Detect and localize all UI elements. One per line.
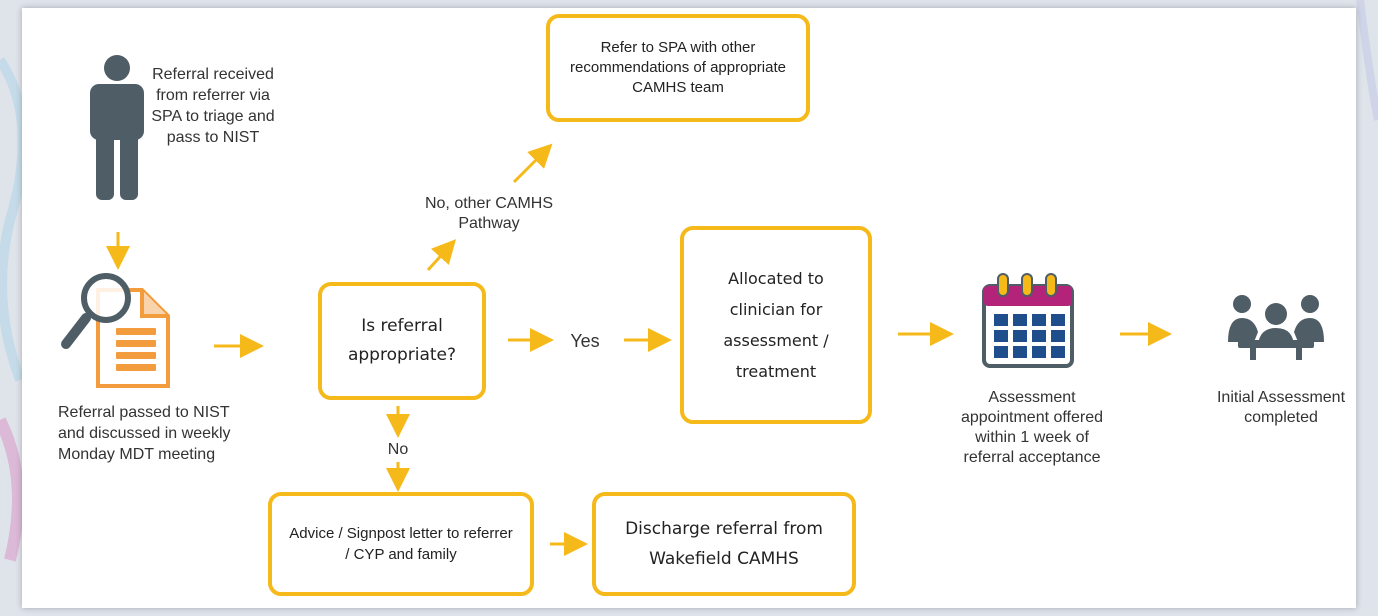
yes-label: Yes [570, 331, 600, 351]
advice-text: Advice / Signpost letter to referrer / C… [289, 525, 513, 563]
discharge-text: Discharge referral from Wakefield CAMHS [625, 519, 823, 569]
no-label: No [387, 441, 409, 458]
advice-box: Advice / Signpost letter to referrer / C… [268, 492, 534, 596]
assessment-offered-label: Assessment appointment offered within 1 … [960, 389, 1104, 466]
document-search-icon [61, 273, 170, 388]
meeting-group-icon [1228, 295, 1324, 360]
no-other-pathway-label: No, other CAMHS Pathway [424, 195, 554, 232]
allocated-box: Allocated to clinician for assessment / … [680, 226, 872, 424]
discharge-box: Discharge referral from Wakefield CAMHS [592, 492, 856, 596]
calendar-icon [982, 273, 1074, 368]
referral-passed-label: Referral passed to NIST and discussed in… [58, 404, 231, 463]
refer-to-spa-box: Refer to SPA with other recommendations … [546, 14, 810, 122]
person-icon [90, 55, 144, 200]
allocated-text: Allocated to clinician for assessment / … [723, 269, 829, 381]
refer-to-spa-text: Refer to SPA with other recommendations … [570, 39, 786, 96]
referral-received-label: Referral received from referrer via SPA … [151, 66, 275, 146]
initial-assessment-label: Initial Assessment completed [1216, 389, 1346, 426]
is-referral-appropriate-box: Is referral appropriate? [318, 282, 486, 400]
is-referral-appropriate-text: Is referral appropriate? [347, 316, 457, 365]
